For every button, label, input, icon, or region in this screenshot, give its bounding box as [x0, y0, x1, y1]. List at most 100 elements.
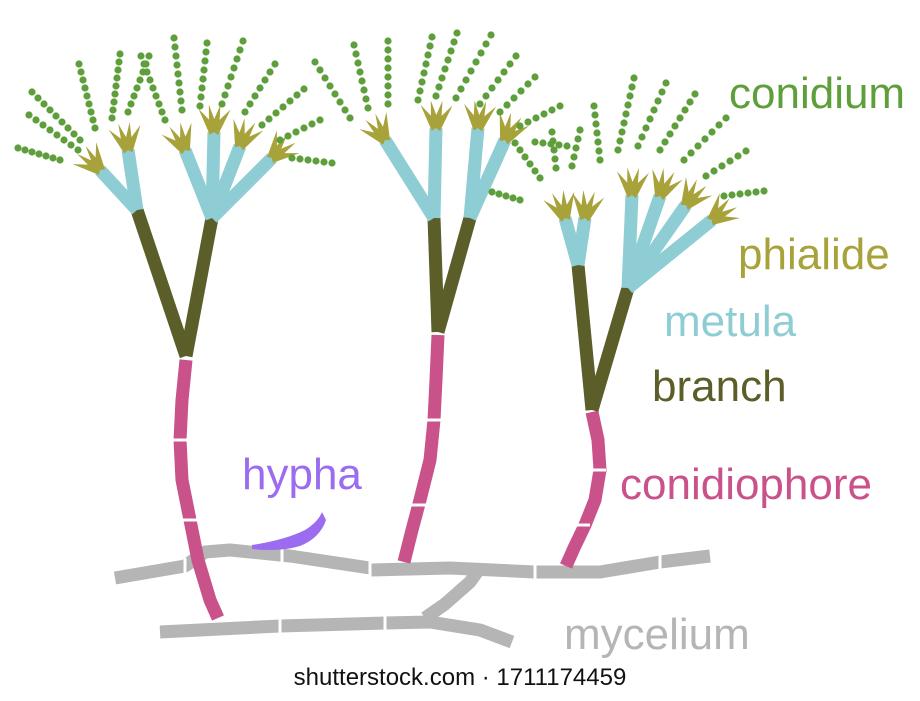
conidium [453, 29, 460, 36]
conidium [198, 84, 205, 91]
conidium [432, 92, 439, 99]
conidium [350, 41, 357, 48]
conidium [109, 106, 116, 113]
conidium [251, 92, 258, 99]
conidium [646, 115, 653, 122]
conidium [438, 74, 445, 81]
conidium [116, 50, 123, 57]
conidium [650, 106, 657, 113]
conidium [83, 92, 90, 99]
metula [385, 140, 434, 218]
conidium [450, 38, 457, 45]
conidium [143, 68, 150, 75]
conidium [502, 192, 509, 199]
conidium [488, 188, 495, 195]
conidium [626, 92, 633, 99]
conidium [356, 68, 363, 75]
label-hypha: hypha [242, 453, 362, 497]
conidium [517, 87, 524, 94]
conidium [676, 114, 683, 121]
conidium [666, 130, 673, 137]
conidium [200, 66, 207, 73]
conidium [300, 124, 307, 131]
conidium [384, 91, 391, 98]
conidium [384, 46, 391, 53]
conidium [261, 76, 268, 83]
branch-layer [137, 210, 628, 410]
conidium [742, 147, 749, 154]
conidium [158, 108, 165, 115]
conidium [593, 129, 600, 136]
metula [434, 128, 436, 218]
hypha-layer [252, 512, 326, 550]
label-branch: branch [652, 365, 787, 409]
conidium [384, 82, 391, 89]
conidium [53, 131, 60, 138]
conidium [321, 74, 328, 81]
conidium [300, 85, 307, 92]
conidium [70, 130, 77, 137]
conidiophore-septum [574, 524, 590, 527]
conidium [221, 91, 228, 98]
conidium [472, 58, 479, 65]
hypha-tip [252, 512, 326, 550]
conidium [201, 57, 208, 64]
conidium [551, 155, 558, 162]
conidium [172, 52, 179, 59]
conidium [236, 46, 243, 53]
conidium [34, 94, 41, 101]
conidium [524, 118, 531, 125]
conidium [130, 92, 137, 99]
watermark: shutterstock.com · 1711174459 [0, 666, 920, 690]
conidium [146, 76, 153, 83]
conidium [177, 97, 184, 104]
conidium [526, 160, 533, 167]
conidium [694, 142, 701, 149]
conidium [661, 138, 668, 145]
phialide [712, 215, 740, 225]
conidium [592, 120, 599, 127]
conidium [568, 162, 575, 169]
conidium [115, 58, 122, 65]
conidium [594, 138, 601, 145]
conidium [384, 37, 391, 44]
conidium [127, 100, 134, 107]
conidium [241, 108, 248, 115]
conidium [140, 60, 147, 67]
conidium [681, 106, 688, 113]
conidium [110, 98, 117, 105]
conidium [224, 82, 231, 89]
conidium [266, 68, 273, 75]
conidiophore-septum [590, 469, 606, 472]
conidium [444, 56, 451, 63]
conidium [384, 55, 391, 62]
conidium [576, 126, 583, 133]
conidium [630, 74, 637, 81]
conidium [509, 194, 516, 201]
conidium [503, 101, 510, 108]
conidiophore-septum [426, 419, 442, 422]
conidium [531, 138, 538, 145]
conidium [170, 34, 177, 41]
conidium [227, 73, 234, 80]
conidium [488, 84, 495, 91]
conidium [414, 96, 421, 103]
conidium [111, 90, 118, 97]
conidium [316, 116, 323, 123]
conidium [532, 114, 539, 121]
conidium [563, 142, 570, 149]
conidium [494, 76, 501, 83]
conidium [744, 189, 751, 196]
conidium [628, 83, 635, 90]
branch [578, 265, 592, 410]
conidium [634, 142, 641, 149]
conidium [354, 59, 361, 66]
conidium [133, 84, 140, 91]
conidium [14, 144, 21, 151]
conidium [596, 156, 603, 163]
conidiophore-septum [410, 504, 426, 507]
conidium [46, 126, 53, 133]
metula [128, 150, 137, 210]
conidium [462, 76, 469, 83]
conidium [199, 75, 206, 82]
